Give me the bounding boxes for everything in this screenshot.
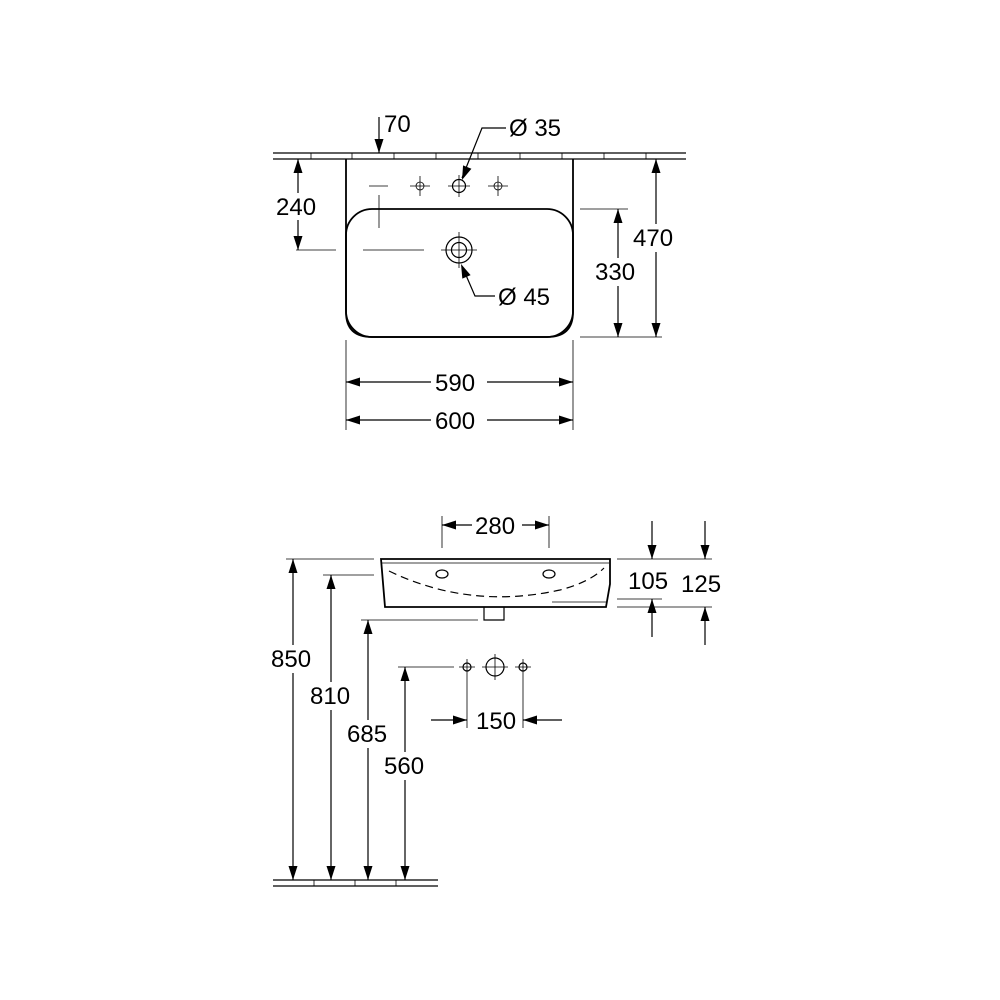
dim-600-label: 600	[435, 408, 475, 435]
dim-810-label: 810	[310, 683, 350, 710]
dim-590: 590	[345, 340, 574, 430]
dim-240: 240	[276, 159, 336, 251]
dim-685-label: 685	[347, 721, 387, 748]
outlet-connections	[459, 654, 531, 680]
dim-280: 280	[441, 511, 550, 548]
floor-line	[273, 879, 438, 887]
wall-line-top	[273, 152, 686, 160]
dim-70-label: 70	[384, 111, 411, 138]
dim-105: 105	[617, 521, 712, 637]
front-view: 280 105 125 850	[270, 511, 721, 887]
drain-marker	[441, 232, 477, 268]
dim-125: 125	[681, 521, 721, 645]
tap-hole-center-marker	[448, 175, 470, 197]
dim-150: 150	[431, 675, 562, 735]
dim-125-label: 125	[681, 571, 721, 598]
waste-outlet-marker	[482, 654, 508, 680]
dim-70: 70	[374, 111, 411, 228]
dim-330-label: 330	[595, 259, 635, 286]
dim-560-label: 560	[384, 753, 424, 780]
dim-105-label: 105	[628, 568, 668, 595]
tap-hole-left-front	[435, 569, 449, 579]
dim-240-label: 240	[276, 194, 316, 221]
dim-810: 810	[309, 574, 374, 880]
dim-850-label: 850	[271, 646, 311, 673]
dim-590-label: 590	[435, 370, 475, 397]
dim-drain-label: Ø 45	[498, 284, 550, 311]
supply-left-marker	[459, 659, 475, 675]
bowl-profile	[388, 567, 605, 598]
dim-470-label: 470	[633, 225, 673, 252]
dim-150-label: 150	[476, 708, 516, 735]
dim-280-label: 280	[475, 513, 515, 540]
dim-685: 685	[346, 619, 478, 880]
basin-outline-front	[380, 558, 611, 608]
dim-850: 850	[270, 558, 374, 880]
supply-right-marker	[515, 659, 531, 675]
outlet-spigot	[483, 607, 505, 621]
tap-hole-left-marker	[410, 176, 430, 196]
dim-tap-hole-label: Ø 35	[509, 115, 561, 142]
dim-600: 600	[346, 406, 573, 435]
top-view: 70 Ø 35 240 330	[273, 111, 686, 435]
dim-330: 330	[580, 208, 662, 338]
bowl-outline	[345, 208, 574, 338]
tap-hole-right-marker	[488, 176, 508, 196]
dim-560: 560	[383, 666, 454, 880]
tap-hole-right-front	[542, 569, 556, 579]
dim-470: 470	[632, 159, 680, 337]
dim-drain: Ø 45	[456, 262, 550, 311]
tap-hole-markers	[410, 175, 508, 197]
dim-tap-hole: Ø 35	[457, 115, 561, 182]
